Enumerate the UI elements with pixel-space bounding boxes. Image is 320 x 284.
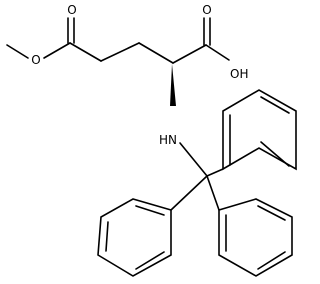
bond-nitrogen-trityl [179, 142, 208, 177]
atom-labels: O O O OH HN [31, 3, 248, 147]
ring-double-bond-3 [257, 251, 286, 270]
ring-outline [222, 89, 297, 171]
ring-double-bond-1 [260, 96, 290, 114]
ring-double-bond-2 [260, 141, 290, 167]
wedge-bond-alpha-nitrogen [170, 64, 176, 106]
ester-carbonyl-oxygen-label: O [67, 3, 76, 17]
acid-carbonyl-oxygen-label: O [202, 3, 211, 17]
bonds-acid [172, 17, 230, 64]
ring-double-bond-1 [105, 221, 109, 252]
bonds-ester-chain [6, 17, 174, 64]
bond-ch2-ch2 [100, 42, 140, 62]
ring-outline [218, 198, 293, 277]
phenyl-ring-bottom-right [218, 198, 293, 277]
ring-double-bond-2 [135, 251, 165, 270]
bond-acid-hydroxyl [205, 44, 230, 61]
structure-diagram: O O O OH HN [6, 3, 297, 277]
phenyl-ring-left [97, 198, 172, 277]
bond-ch2-alpha [138, 42, 174, 64]
bond-methyl-oxygen [6, 44, 29, 59]
bond-trityl-phenyl-top-right [206, 168, 224, 177]
ester-oxygen-label: O [31, 53, 40, 67]
bond-trityl-phenyl-left [170, 175, 208, 211]
amine-label: HN [159, 133, 177, 147]
bonds-trityl [170, 142, 224, 211]
bond-ester-carbon-ch2 [69, 42, 102, 62]
bond-oxygen-ester-carbon [43, 42, 71, 59]
phenyl-ring-top-right [222, 89, 297, 171]
hydroxyl-label: OH [230, 67, 248, 81]
ring-double-bond-2 [257, 205, 286, 221]
bond-trityl-phenyl-bottom-right [206, 175, 220, 211]
ring-double-bond-3 [135, 205, 165, 216]
bond-alpha-acid-carbon [172, 44, 207, 64]
ring-outline [97, 198, 172, 277]
molecule-svg: O O O OH HN [6, 3, 297, 277]
